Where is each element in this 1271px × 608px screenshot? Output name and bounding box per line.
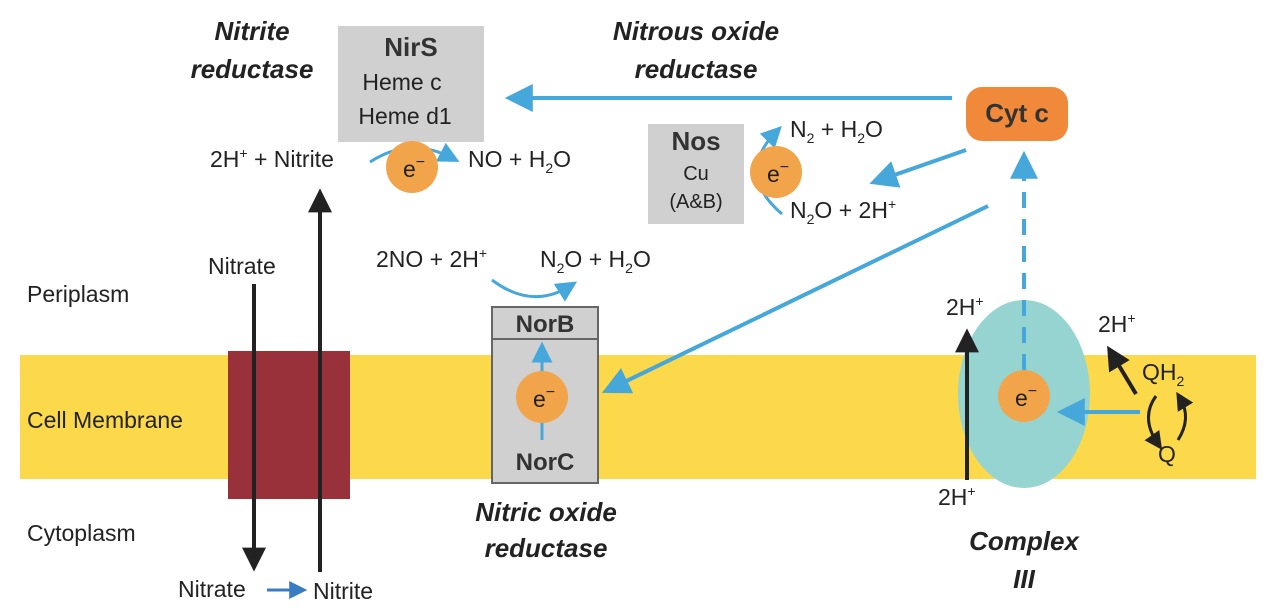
nirs-cofactor-heme-c: Heme c <box>362 69 441 95</box>
nirs-title: NirS <box>384 32 437 62</box>
complex-iii-electron-label: e− <box>1015 383 1037 411</box>
nos-cofactor-cu: Cu <box>683 163 709 185</box>
norc-label: NorC <box>516 449 575 476</box>
complex-iii-electron <box>998 370 1050 422</box>
nir-reaction-products: NO + H2O <box>468 146 571 176</box>
q-label: Q <box>1158 441 1176 467</box>
nitrate-periplasm-label: Nitrate <box>208 253 276 279</box>
nor-electron <box>516 371 568 423</box>
periplasm-label: Periplasm <box>27 281 129 307</box>
complex-iii-title-line2: III <box>1013 564 1035 594</box>
nitrate-nitrite-transporter <box>228 351 350 499</box>
nos-box <box>648 124 744 224</box>
nos-title: Nos <box>671 126 720 156</box>
nos-electron-label: e− <box>767 159 789 187</box>
nor-reaction-products: N2O + H2O <box>540 246 651 276</box>
nir-electron-label: e− <box>403 154 425 182</box>
complex-iii-title-line1: Complex <box>969 526 1080 556</box>
nirs-box <box>338 26 484 142</box>
nirs-cofactor-heme-d1: Heme d1 <box>358 103 451 129</box>
cytc-to-nor-arrow <box>601 204 989 394</box>
q-cycle-left-arrow <box>1144 395 1163 450</box>
nor-reaction-arrow <box>491 278 578 302</box>
nitric-oxide-reductase-title-line2: reductase <box>485 533 608 563</box>
proton-cytoplasm-label: 2H+ <box>938 483 976 510</box>
nor-electron-label: e− <box>533 384 555 412</box>
nor-reaction-reactants: 2NO + 2H+ <box>376 245 487 272</box>
nos-cofactor-ab: (A&B) <box>669 191 722 213</box>
nir-reaction-reactants: 2H+ + Nitrite <box>210 145 334 172</box>
qh2-proton-label: 2H+ <box>1098 310 1136 337</box>
cyt-c-box <box>966 87 1068 141</box>
nitrous-oxide-reductase-title-line2: reductase <box>635 54 758 84</box>
norb-label: NorB <box>516 311 575 338</box>
nos-reaction-products: N2 + H2O <box>790 116 883 146</box>
nitrite-reductase-title-line1: Nitrite <box>214 16 289 46</box>
qh2-proton-arrow <box>1107 345 1138 396</box>
nitrous-oxide-reductase-title-line1: Nitrous oxide <box>613 16 779 46</box>
nir-electron <box>386 141 438 193</box>
nos-electron <box>750 146 802 198</box>
cell-membrane-label: Cell Membrane <box>27 407 183 433</box>
cytc-to-nos-arrow <box>869 148 967 188</box>
cyt-c-label: Cyt c <box>985 98 1049 128</box>
q-cycle-right-arrow <box>1176 391 1194 441</box>
nitrate-cytoplasm-label: Nitrate <box>178 576 246 602</box>
nitric-oxide-reductase-title-line1: Nitric oxide <box>475 497 617 527</box>
proton-periplasm-label: 2H+ <box>946 293 984 320</box>
nitrite-reductase-title-line2: reductase <box>191 54 314 84</box>
cytoplasm-label: Cytoplasm <box>27 520 136 546</box>
qh2-label: QH2 <box>1142 359 1185 389</box>
nitrite-cytoplasm-label: Nitrite <box>313 578 373 604</box>
nos-reaction-reactants: N2O + 2H+ <box>790 196 896 227</box>
